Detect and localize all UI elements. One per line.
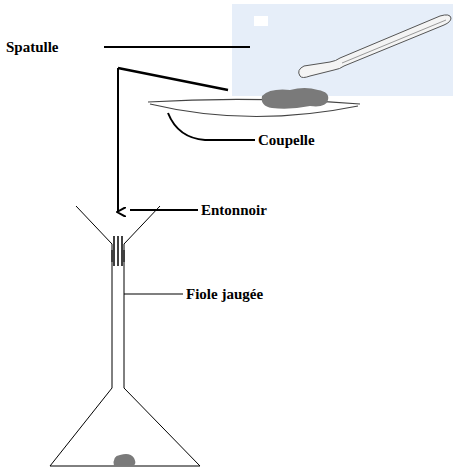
funnel [76,206,160,266]
part-label: Fiole jaugée [186,287,263,302]
pour-arrow [117,68,119,212]
part-label: Spatulle [6,40,59,55]
photo-spot [254,16,268,26]
photo-background [232,4,453,96]
leader-line [104,46,250,48]
spatula [299,15,451,78]
leader-line [130,209,198,211]
pour-line [118,68,228,90]
dish [148,88,360,117]
volumetric-flask [50,250,200,466]
leader-line [124,293,183,294]
part-label: Coupelle [258,133,315,148]
part-label: Entonnoir [201,203,267,218]
leader-line [168,113,255,140]
